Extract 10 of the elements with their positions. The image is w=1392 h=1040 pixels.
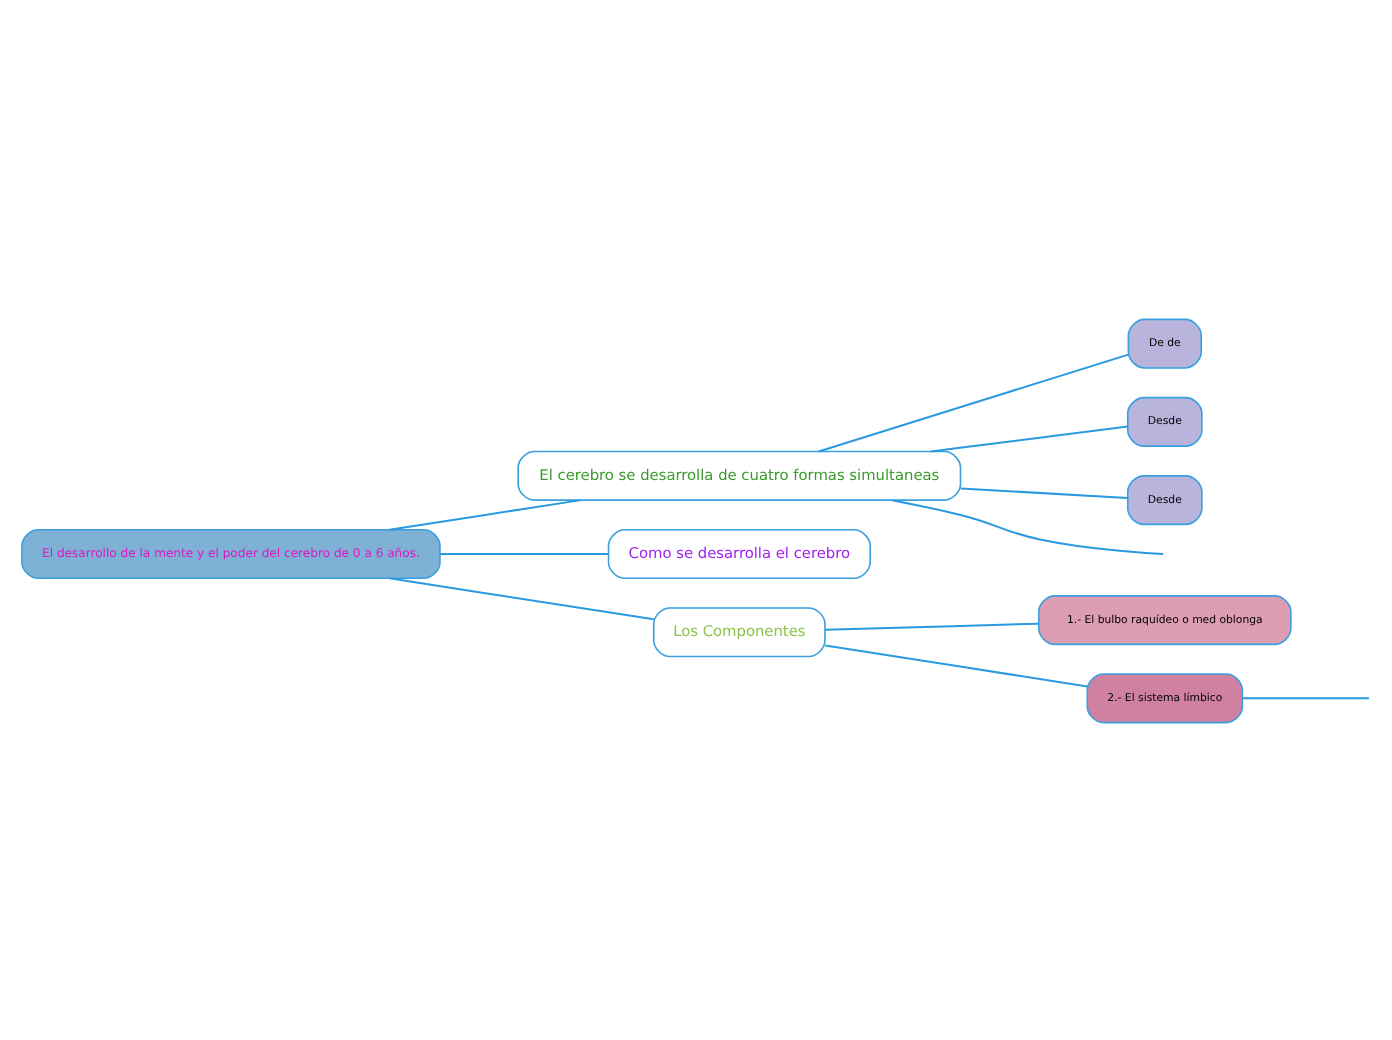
- connector: [825, 643, 1088, 687]
- connector: [389, 576, 654, 620]
- connector: [1242, 696, 1369, 699]
- connector: [818, 352, 1129, 452]
- connector: [440, 552, 609, 555]
- connector: [930, 424, 1128, 452]
- connector: [825, 621, 1039, 630]
- connector: [389, 498, 581, 530]
- connector: [891, 498, 1164, 555]
- connector: [960, 486, 1128, 499]
